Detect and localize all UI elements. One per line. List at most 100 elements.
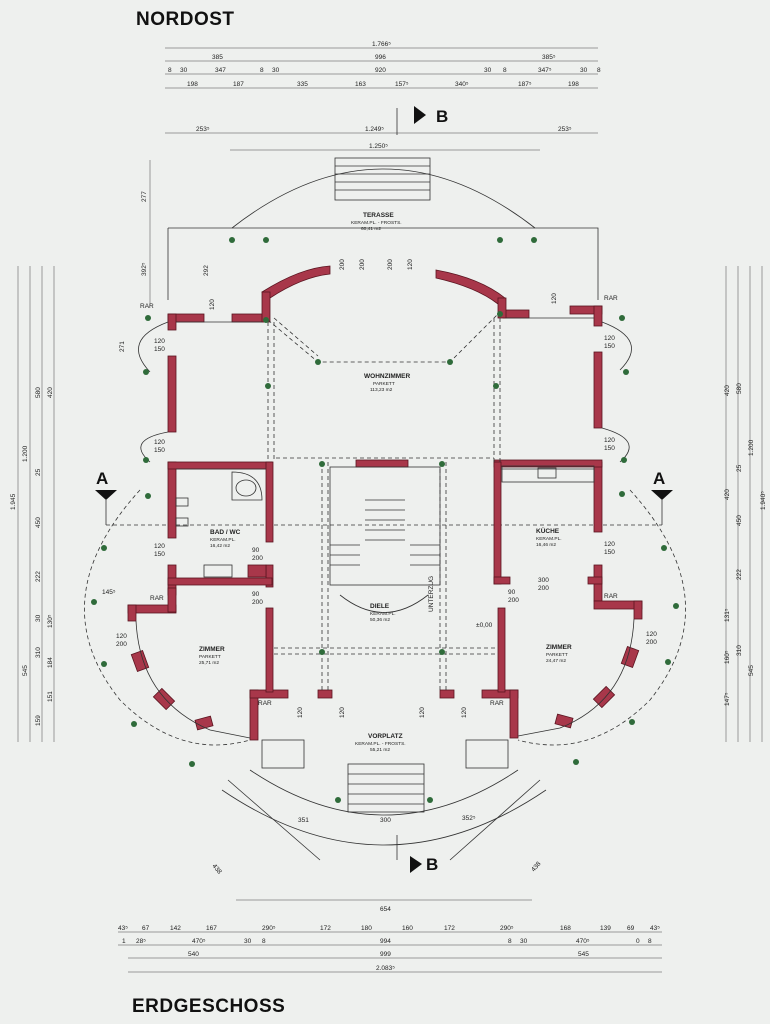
right-dim-total: 1.940⁵ — [760, 491, 767, 510]
opening-dim: 150 — [604, 343, 615, 350]
walls — [127, 265, 643, 741]
left-dim: 450 — [35, 517, 42, 528]
left-dim: 1.200 — [22, 445, 29, 462]
left-dim: 222 — [35, 571, 42, 582]
right-dim: 1.200 — [748, 439, 755, 456]
left-dim: 392⁵ — [141, 262, 148, 276]
label-rar: RAR — [150, 595, 164, 602]
bath-fixtures — [175, 471, 267, 578]
bottom-dim: 290⁵ — [500, 925, 514, 932]
opening-dim: 120 — [154, 439, 165, 446]
room-zimmer-right-area: 24,47 m2 — [546, 658, 566, 664]
room-kueche-area: 16,46 m2 — [536, 542, 556, 548]
bottom-dim: 999 — [380, 951, 391, 958]
top-dim: 163 — [355, 81, 366, 88]
room-wohnzimmer-material: PARKETT — [373, 381, 395, 387]
top-dim: 30 — [484, 67, 492, 74]
bottom-dim-total: 2.083⁵ — [376, 965, 395, 972]
top-dim-total: 1.766⁵ — [372, 41, 391, 48]
bottom-dim: 180 — [361, 925, 372, 932]
left-dimension-chains: 1.945 1.200 580 25 450 222 30 545 420 13… — [10, 160, 210, 742]
room-vorplatz-name: VORPLATZ — [368, 733, 403, 740]
opening-dim: 200 — [387, 259, 394, 270]
section-a-label-left: A — [96, 469, 108, 488]
bottom-inner-dim: 351 — [298, 817, 309, 824]
top-dim: 198 — [568, 81, 579, 88]
opening-dim: 300 — [538, 577, 549, 584]
room-bad-area: 16,42 m2 — [210, 543, 230, 549]
bottom-dim: 8 — [508, 938, 512, 945]
opening-dim: 120 — [339, 707, 346, 718]
opening-dim: 120 — [461, 707, 468, 718]
bottom-dim: 470⁵ — [576, 938, 590, 945]
room-kueche-material: KERAM.PL. — [536, 536, 562, 542]
room-wohnzimmer-name: WOHNZIMMER — [364, 373, 411, 380]
label-rar: RAR — [604, 295, 618, 302]
room-vorplatz-material: KERAM.PL. - FROSTS. — [355, 741, 406, 747]
opening-dim: 90 — [508, 589, 516, 596]
top-dim: 157⁵ — [395, 81, 409, 88]
bottom-inner-dim: 300 — [380, 817, 391, 824]
bottom-dimension-chains: 43⁵ 67 142 167 290⁵ 172 180 160 172 290⁵… — [118, 925, 662, 973]
entrance-stair — [221, 739, 547, 861]
opening-dim: 120 — [604, 335, 615, 342]
room-zimmer-left-name: ZIMMER — [199, 646, 225, 653]
top-dim: 187 — [233, 81, 244, 88]
section-b-label-top: B — [436, 107, 448, 126]
opening-dim: 90 — [252, 547, 260, 554]
room-zimmer-right-material: PARKETT — [546, 652, 568, 658]
bottom-inner-dim: 352⁵ — [462, 815, 476, 822]
opening-dim: 200 — [116, 641, 127, 648]
right-dim: 222 — [736, 569, 743, 580]
opening-dim: 200 — [252, 599, 263, 606]
top-dim: 347⁵ — [538, 67, 552, 74]
opening-dim: 150 — [154, 447, 165, 454]
left-dim: 30 — [35, 614, 42, 622]
label-unterzug: UNTERZUG — [428, 576, 435, 612]
right-dim: 131⁵ — [724, 608, 731, 622]
top-dim: 8 — [597, 67, 601, 74]
bottom-dim: 67 — [142, 925, 150, 932]
bottom-dim: 470⁵ — [192, 938, 206, 945]
opening-dim: 150 — [154, 551, 165, 558]
bottom-dim: 8 — [262, 938, 266, 945]
left-dim: 580 — [35, 387, 42, 398]
bottom-dim: 8 — [648, 938, 652, 945]
opening-dim: 200 — [359, 259, 366, 270]
opening-dim: 150 — [604, 549, 615, 556]
opening-dim: 150 — [154, 346, 165, 353]
opening-dim: 200 — [646, 639, 657, 646]
section-b-top: B — [396, 106, 448, 135]
room-vorplatz-area: 55,21 m2 — [370, 747, 390, 753]
bottom-dim: 30 — [520, 938, 528, 945]
room-bad-material: KERAM.PL. — [210, 537, 236, 543]
bottom-inner-dim: 654 — [380, 906, 391, 913]
opening-dim: 120 — [551, 293, 558, 304]
top-dim: 30 — [180, 67, 188, 74]
bottom-dim: 139 — [600, 925, 611, 932]
right-dim: 147⁵ — [724, 692, 731, 706]
plan-heading-nordost: NORDOST — [136, 9, 235, 30]
left-dim: 420 — [47, 387, 54, 398]
room-diele-area: 50,36 m2 — [370, 617, 390, 623]
room-terasse-name: TERASSE — [363, 212, 394, 219]
right-dim: 580 — [736, 383, 743, 394]
label-rar: RAR — [604, 593, 618, 600]
room-zimmer-left-material: PARKETT — [199, 654, 221, 660]
right-dim: 420 — [724, 385, 731, 396]
room-diele-material: KERAM.PL. — [370, 611, 396, 617]
opening-dim: 200 — [339, 259, 346, 270]
top-dim: 187⁵ — [518, 81, 532, 88]
top-dim: 8 — [260, 67, 264, 74]
bottom-dim: 172 — [320, 925, 331, 932]
columns — [91, 237, 679, 803]
right-dim: 25 — [736, 464, 743, 472]
opening-dim: 200 — [252, 555, 263, 562]
top-dim: 8 — [503, 67, 507, 74]
left-dim: 545 — [22, 665, 29, 676]
room-diele-name: DIELE — [370, 603, 390, 610]
room-terasse-material: KERAM.PL. - FROSTS. — [351, 220, 402, 226]
opening-dim: 200 — [508, 597, 519, 604]
top-dim: 253⁵ — [196, 126, 210, 133]
opening-dim: 120 — [154, 338, 165, 345]
